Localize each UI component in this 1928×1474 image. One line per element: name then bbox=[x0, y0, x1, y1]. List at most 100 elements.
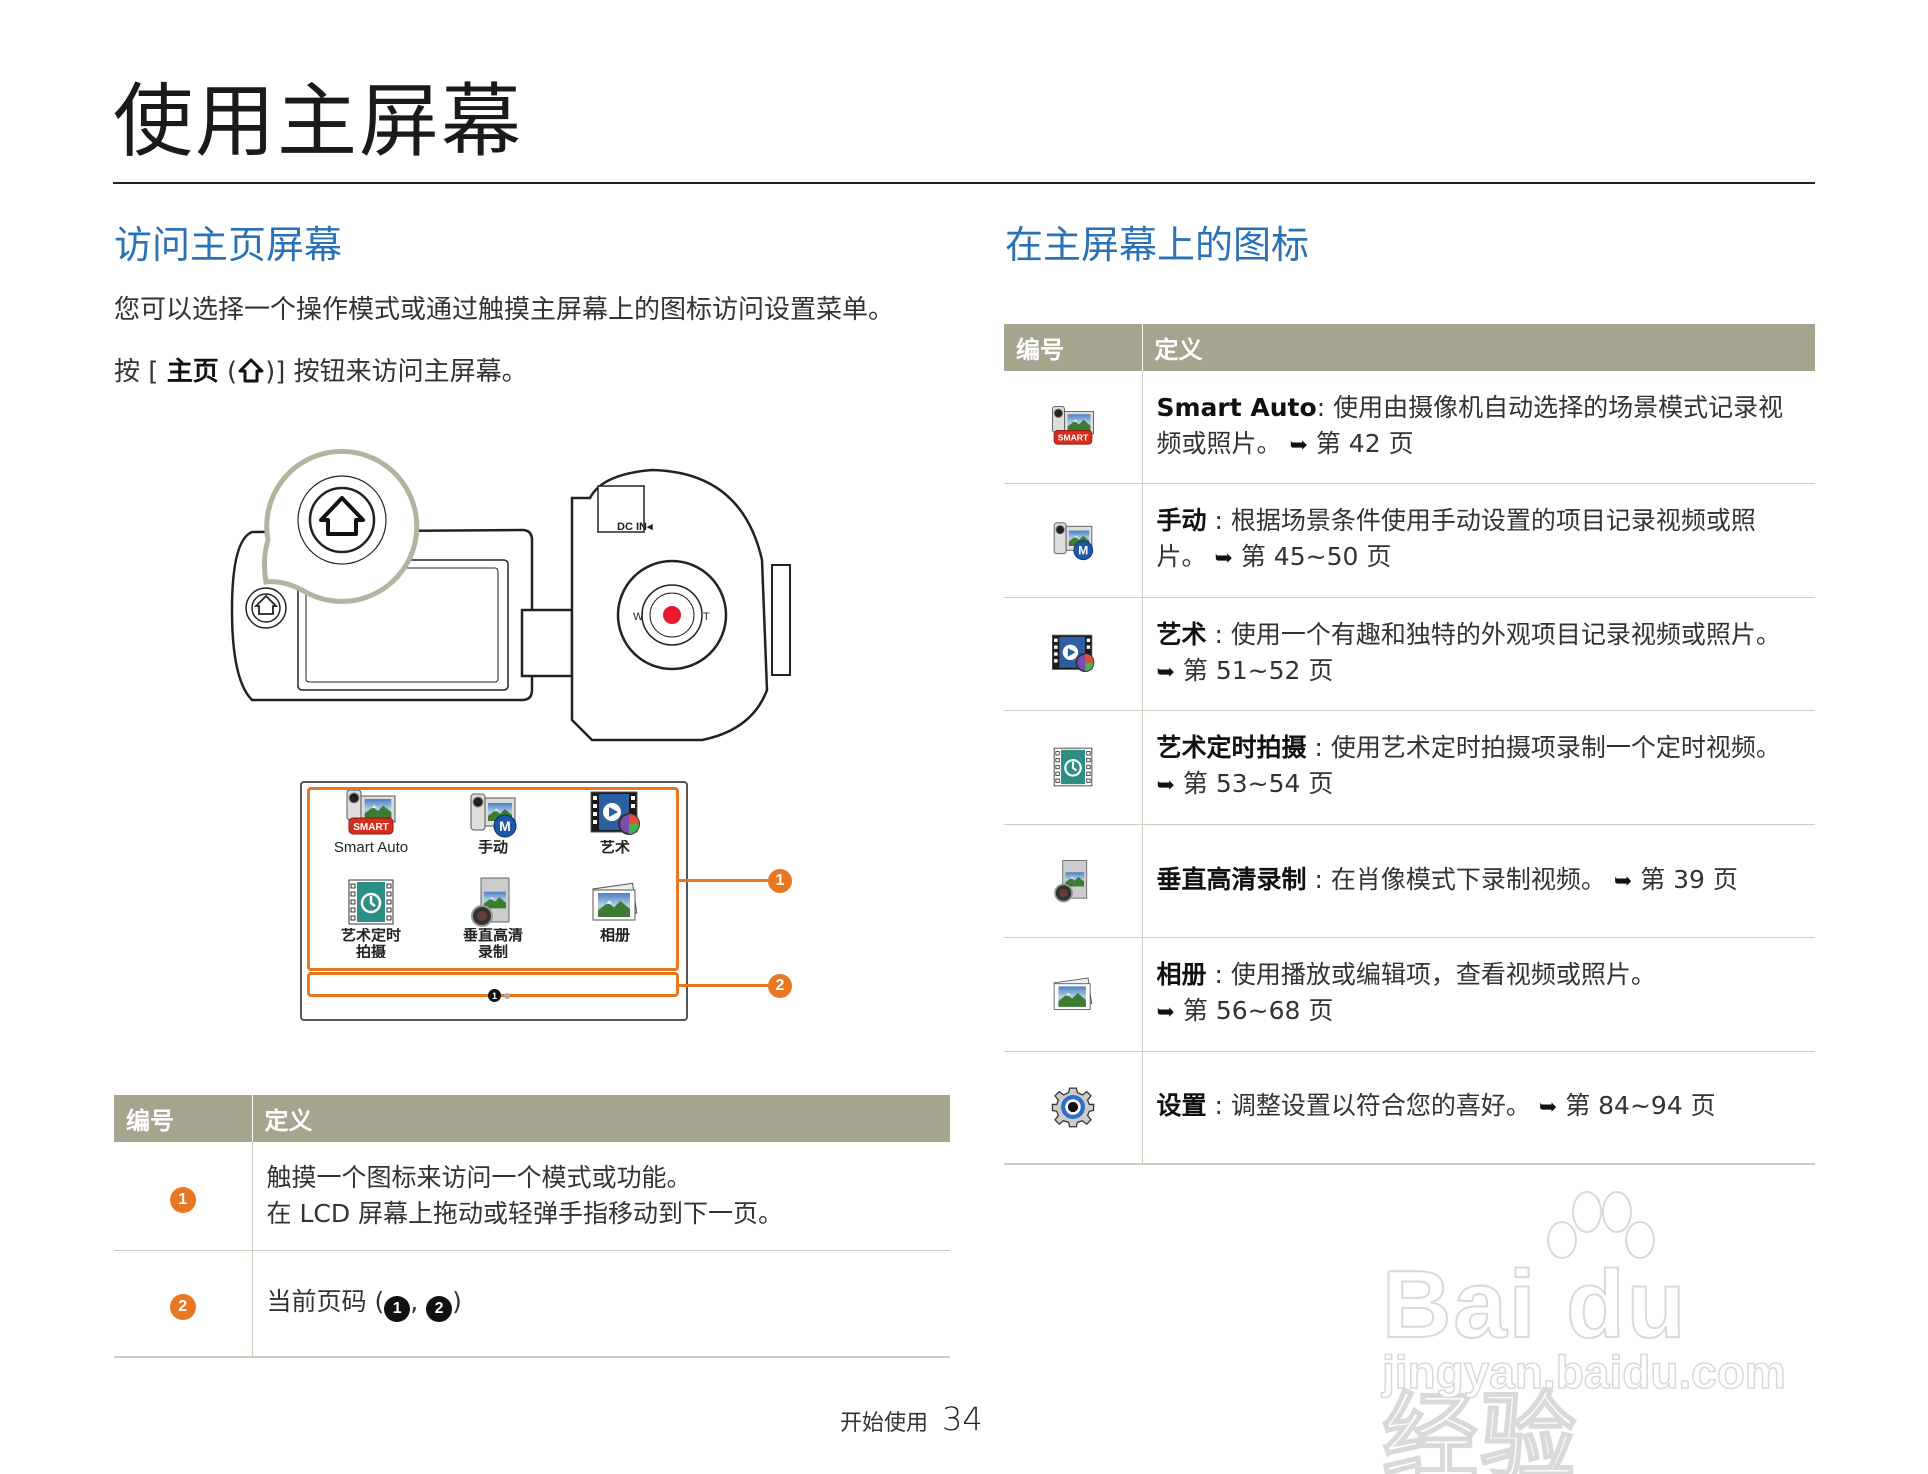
camcorder-illustration: DC IN◂ W T bbox=[230, 448, 791, 742]
table-row: 垂直高清录制 : 在肖像模式下录制视频。 ➥ 第 39 页 bbox=[1004, 824, 1815, 938]
page-badge-1: 1 bbox=[384, 1296, 411, 1323]
page-dot-inactive bbox=[504, 992, 510, 999]
colon: : bbox=[1306, 864, 1331, 894]
lcd-art-timelapse[interactable]: 艺术定时拍摄 bbox=[310, 876, 432, 958]
lcd-art[interactable]: 艺术 bbox=[554, 788, 676, 870]
table-row: 手动 : 根据场景条件使用手动设置的项目记录视频或照片。 ➥ 第 45~50 页 bbox=[1004, 483, 1815, 598]
definition-suffix: ) bbox=[452, 1287, 462, 1317]
svg-text:W: W bbox=[633, 611, 644, 623]
watermark-url: jingyan.baidu.com bbox=[1381, 1345, 1786, 1399]
vertical-hd-record-icon bbox=[1049, 857, 1097, 905]
page-ref-arrow-icon: ➥ bbox=[1156, 659, 1175, 685]
term: 艺术 bbox=[1156, 619, 1207, 649]
table-header-number: 编号 bbox=[1004, 324, 1143, 371]
watermark-brand: Bai du 经验 bbox=[1381, 1250, 1688, 1474]
smart-auto-icon bbox=[1049, 403, 1097, 451]
callout-number-1: 1 bbox=[169, 1186, 196, 1213]
page-ref-arrow-icon: ➥ bbox=[1214, 546, 1233, 571]
svg-text:DC IN◂: DC IN◂ bbox=[617, 521, 653, 533]
lcd-label: 艺术定时拍摄 bbox=[340, 928, 401, 958]
page-reference[interactable]: 第 84~94 页 bbox=[1565, 1091, 1716, 1121]
page-ref-arrow-icon: ➥ bbox=[1156, 773, 1175, 798]
lcd-label: 垂直高清录制 bbox=[462, 928, 523, 958]
callout-badge-1: 1 bbox=[768, 869, 792, 893]
settings-gear-icon bbox=[1049, 1083, 1097, 1131]
colon: : bbox=[1206, 1091, 1231, 1121]
definition-text: 当前页码 (1, 2) bbox=[252, 1250, 950, 1358]
album-icon bbox=[1049, 970, 1097, 1018]
description: 根据场景条件使用手动设置的项目记录视频或照片。 bbox=[1156, 506, 1756, 571]
colon: : bbox=[1306, 733, 1331, 762]
lcd-label: Smart Auto bbox=[333, 840, 409, 856]
table-row: 相册 : 使用播放或编辑项，查看视频或照片。 ➥ 第 56~68 页 bbox=[1004, 937, 1815, 1052]
home-button-name: 主页 bbox=[166, 357, 219, 387]
baidu-watermark: Bai du 经验 jingyan.baidu.com bbox=[1381, 1190, 1812, 1474]
description: 使用播放或编辑项，查看视频或照片。 bbox=[1230, 960, 1656, 989]
lcd-label: 手动 bbox=[477, 840, 508, 856]
description: 使用由摄像机自动选择的场景模式记录视频或照片。 bbox=[1156, 392, 1784, 458]
separator: , bbox=[410, 1287, 427, 1317]
page-reference[interactable]: 第 42 页 bbox=[1315, 428, 1414, 458]
term: Smart Auto bbox=[1156, 392, 1317, 422]
svg-text:T: T bbox=[703, 611, 710, 623]
term: 设置 bbox=[1156, 1091, 1207, 1121]
instruction-suffix: )] 按钮来访问主屏幕。 bbox=[265, 357, 528, 387]
page-reference[interactable]: 第 51~52 页 bbox=[1182, 655, 1334, 685]
home-icons-table: 编号 定义 Smart Auto: 使用由摄像机自动选择的场景模式记录视频或照片… bbox=[1004, 324, 1815, 1165]
manual-mode-icon bbox=[1049, 516, 1097, 564]
term: 相册 bbox=[1156, 960, 1207, 989]
callout-box-icons bbox=[307, 787, 679, 971]
lcd-album[interactable]: 相册 bbox=[554, 876, 676, 958]
lcd-smart-auto[interactable]: Smart Auto bbox=[310, 788, 432, 870]
lcd-vertical-hd[interactable]: 垂直高清录制 bbox=[432, 876, 554, 958]
description: 调整设置以符合您的喜好。 bbox=[1230, 1091, 1531, 1121]
definition-line: 触摸一个图标来访问一个模式或功能。 bbox=[266, 1162, 692, 1192]
description: 使用一个有趣和独特的外观项目记录视频或照片。 bbox=[1230, 619, 1781, 649]
art-mode-icon bbox=[1049, 630, 1097, 678]
callout-line-2 bbox=[679, 984, 769, 987]
art-timelapse-icon bbox=[1049, 743, 1097, 791]
definition-line: 在 LCD 屏幕上拖动或轻弹手指移动到下一页。 bbox=[266, 1198, 784, 1228]
page-dot-active: 1 bbox=[488, 989, 501, 1002]
callout-definition-table: 编号 定义 1 触摸一个图标来访问一个模式或功能。 在 LCD 屏幕上拖动或轻弹… bbox=[114, 1095, 950, 1358]
page-ref-arrow-icon: ➥ bbox=[1289, 432, 1308, 458]
page-reference[interactable]: 第 56~68 页 bbox=[1182, 996, 1334, 1025]
table-row: 设置 : 调整设置以符合您的喜好。 ➥ 第 84~94 页 bbox=[1004, 1051, 1815, 1165]
section-heading-access-home: 访问主页屏幕 bbox=[114, 223, 343, 267]
callout-badge-2: 2 bbox=[768, 974, 792, 998]
page-ref-arrow-icon: ➥ bbox=[1538, 1095, 1558, 1121]
page-reference[interactable]: 第 39 页 bbox=[1640, 864, 1738, 894]
table-header-definition: 定义 bbox=[252, 1095, 950, 1142]
colon: : bbox=[1206, 506, 1231, 535]
table-row: 2 当前页码 (1, 2) bbox=[114, 1250, 950, 1358]
home-icon bbox=[238, 358, 264, 383]
instruction-paren: ( bbox=[218, 357, 238, 387]
lcd-label: 艺术 bbox=[599, 840, 630, 856]
term: 艺术定时拍摄 bbox=[1156, 733, 1307, 762]
instruction-text: 按 [ 主页 ( )] 按钮来访问主屏幕。 bbox=[114, 356, 528, 388]
lcd-label: 相册 bbox=[599, 928, 630, 944]
title-divider bbox=[113, 182, 1815, 184]
page-title: 使用主屏幕 bbox=[113, 75, 523, 168]
footer-section: 开始使用 bbox=[840, 1411, 929, 1436]
table-row: 1 触摸一个图标来访问一个模式或功能。 在 LCD 屏幕上拖动或轻弹手指移动到下… bbox=[114, 1142, 950, 1251]
section-heading-home-icons: 在主屏幕上的图标 bbox=[1005, 223, 1310, 267]
lcd-manual[interactable]: 手动 bbox=[432, 788, 554, 870]
page-ref-arrow-icon: ➥ bbox=[1156, 1000, 1175, 1025]
page-indicator: 1 bbox=[488, 989, 510, 1002]
table-header-number: 编号 bbox=[114, 1095, 253, 1142]
page-reference[interactable]: 第 53~54 页 bbox=[1182, 769, 1334, 798]
page-reference[interactable]: 第 45~50 页 bbox=[1240, 542, 1392, 571]
definition-prefix: 当前页码 ( bbox=[266, 1287, 385, 1317]
lcd-icon-grid: Smart Auto 手动 艺术 艺术定时拍摄 垂直高清录制 相册 bbox=[310, 788, 676, 958]
colon: : bbox=[1206, 960, 1231, 989]
callout-line-1 bbox=[679, 879, 769, 882]
intro-text: 您可以选择一个操作模式或通过触摸主屏幕上的图标访问设置菜单。 bbox=[114, 295, 895, 325]
colon: : bbox=[1316, 392, 1334, 422]
colon: : bbox=[1206, 619, 1231, 649]
instruction-prefix: 按 [ bbox=[114, 357, 167, 387]
paw-icon bbox=[1547, 1191, 1655, 1259]
term: 手动 bbox=[1156, 506, 1207, 535]
page-badge-2: 2 bbox=[426, 1296, 453, 1323]
table-header-definition: 定义 bbox=[1142, 324, 1815, 371]
